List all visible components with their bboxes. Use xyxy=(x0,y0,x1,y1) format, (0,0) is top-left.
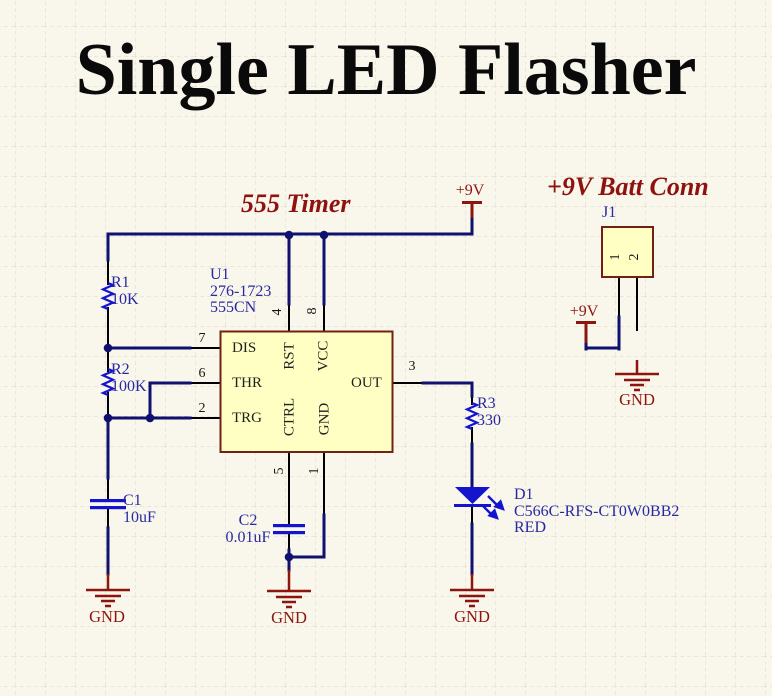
capacitor-c2-symbol[interactable] xyxy=(273,524,305,535)
r1-designator: R1 xyxy=(111,274,130,291)
led-d1-symbol[interactable] xyxy=(454,487,505,520)
u1-pin-number-1: 1 xyxy=(307,467,322,475)
u1-pin-name-vcc: VCC xyxy=(315,340,332,372)
c1-value: 10uF xyxy=(123,508,156,526)
section-heading-555-timer: 555 Timer xyxy=(241,189,351,218)
d1-color: RED xyxy=(514,519,546,536)
u1-designator: U1 xyxy=(210,266,230,283)
d1-label-block: D1 C566C-RFS-CT0W0BB2 RED xyxy=(514,486,680,537)
j1-pin-number-2: 2 xyxy=(627,253,642,261)
resistor-r2-symbol[interactable] xyxy=(100,367,116,397)
resistor-r1-symbol[interactable] xyxy=(100,281,116,311)
gnd-symbol-middle[interactable] xyxy=(267,570,311,609)
u1-pin-number-4: 4 xyxy=(270,308,285,316)
r3-designator: R3 xyxy=(477,395,496,412)
power-port-9v-batt[interactable] xyxy=(576,321,596,344)
u1-pin-name-trg: TRG xyxy=(232,410,262,426)
led-emission-arrows-icon xyxy=(481,495,505,520)
u1-pin-name-out: OUT xyxy=(351,375,382,391)
d1-part-number: C566C-RFS-CT0W0BB2 xyxy=(514,502,680,520)
gnd-label-led: GND xyxy=(454,607,490,626)
j1-designator: J1 xyxy=(602,204,617,221)
gnd-label-left: GND xyxy=(89,607,125,626)
u1-pin-name-gnd: GND xyxy=(316,402,333,436)
gnd-symbol-batt[interactable] xyxy=(615,360,659,392)
gnd-label-batt: GND xyxy=(619,390,655,409)
r2-label-block: R2 100K xyxy=(111,361,147,395)
component-pins[interactable] xyxy=(107,259,638,551)
power-label-9v-batt: +9V xyxy=(569,303,599,320)
r3-value: 330 xyxy=(477,411,501,429)
gnd-label-middle: GND xyxy=(271,608,307,627)
connector-j1-body[interactable] xyxy=(601,226,654,278)
power-label-9v-main: +9V xyxy=(455,182,485,199)
gnd-symbol-left[interactable] xyxy=(86,574,130,608)
gnd-symbol-led[interactable] xyxy=(450,574,494,608)
u1-pin-number-6: 6 xyxy=(198,366,206,381)
capacitor-c1-symbol[interactable] xyxy=(90,499,126,510)
u1-model: 555CN xyxy=(210,299,257,316)
u1-pin-number-2: 2 xyxy=(198,401,206,416)
r2-designator: R2 xyxy=(111,361,130,378)
u1-designator-block: U1 276-1723 555CN xyxy=(210,266,272,317)
page-title: Single LED Flasher xyxy=(75,29,697,111)
resistor-r3-symbol[interactable] xyxy=(464,401,480,431)
d1-designator: D1 xyxy=(514,486,534,503)
u1-pin-name-rst: RST xyxy=(281,342,298,370)
c1-label-block: C1 10uF xyxy=(123,492,156,526)
u1-pin-name-thr: THR xyxy=(232,375,262,391)
u1-pin-number-8: 8 xyxy=(305,307,320,315)
u1-pin-number-3: 3 xyxy=(408,359,416,374)
ic-u1-body[interactable] xyxy=(219,330,394,453)
u1-part-number: 276-1723 xyxy=(210,282,272,300)
c1-designator: C1 xyxy=(123,492,142,509)
r1-label-block: R1 10K xyxy=(111,274,139,308)
section-heading-batt-conn: +9V Batt Conn xyxy=(547,172,709,201)
c2-label-block: C2 0.01uF xyxy=(225,512,271,546)
power-port-9v-main[interactable] xyxy=(462,201,482,219)
u1-pin-name-dis: DIS xyxy=(232,340,257,356)
c2-value: 0.01uF xyxy=(225,528,271,546)
junction-dots xyxy=(103,230,329,562)
u1-pin-name-ctrl: CTRL xyxy=(281,397,298,437)
r2-value: 100K xyxy=(111,377,147,395)
j1-pin-number-1: 1 xyxy=(608,253,623,261)
r3-label-block: R3 330 xyxy=(477,395,501,429)
r1-value: 10K xyxy=(111,290,139,308)
c2-designator: C2 xyxy=(238,512,258,529)
u1-pin-number-5: 5 xyxy=(272,467,287,475)
u1-pin-number-7: 7 xyxy=(198,331,206,346)
